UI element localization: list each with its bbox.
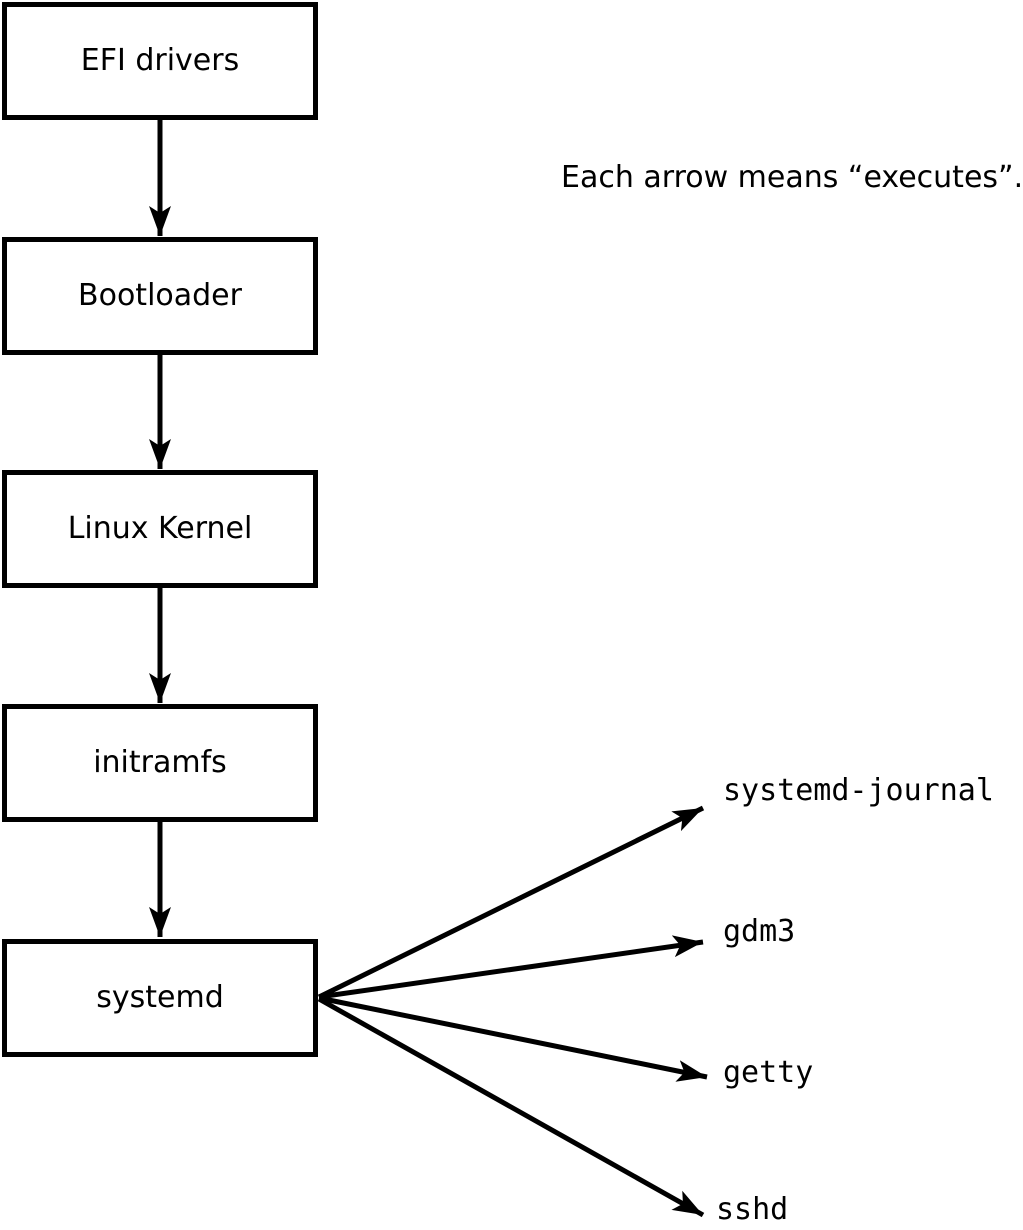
node-bootloader-label: Bootloader [78,278,242,313]
executes-arrow-systemd-to-gdm3 [318,935,704,1000]
process-label-gdm3: gdm3 [723,914,796,949]
annotation-text: Each arrow means “executes”. [561,160,1023,195]
node-efi-drivers: EFI drivers [2,2,318,120]
node-initramfs: initramfs [2,704,318,822]
node-initramfs-label: initramfs [93,745,227,780]
node-systemd-label: systemd [96,980,224,1015]
node-linux-kernel-label: Linux Kernel [67,511,253,546]
node-bootloader: Bootloader [2,237,318,355]
node-linux-kernel: Linux Kernel [2,470,318,588]
node-efi-drivers-label: EFI drivers [80,43,240,78]
executes-arrow-systemd-to-getty [318,995,708,1082]
executes-arrow-systemd-to-journal [317,805,705,1000]
executes-arrow-systemd-to-sshd [317,996,705,1218]
process-label-getty: getty [723,1055,814,1090]
node-systemd: systemd [2,939,318,1057]
process-label-systemd-journal: systemd-journal [723,773,994,808]
process-label-sshd: sshd [716,1192,789,1227]
